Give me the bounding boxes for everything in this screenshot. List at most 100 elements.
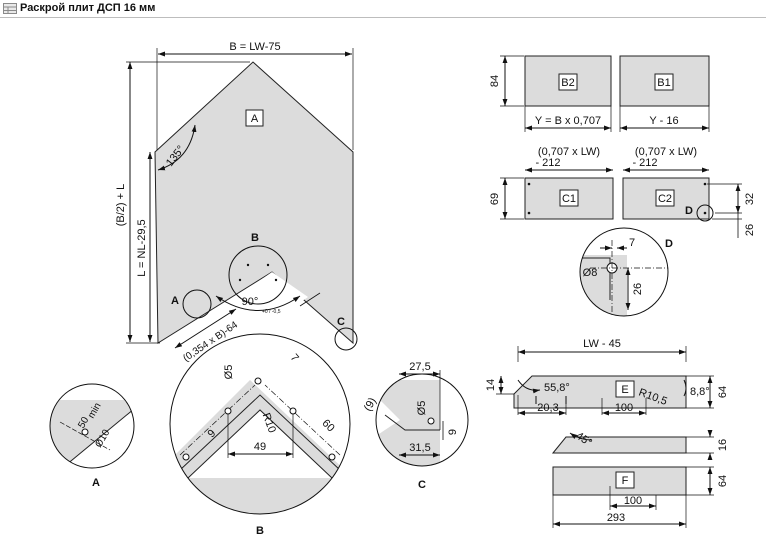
detail-c: 27,5 (9) Ø5 9 31,5 C [362, 361, 469, 491]
f-label: F [622, 475, 629, 487]
c-height-label: 69 [489, 193, 501, 205]
c1-formula-1: (0,707 x LW) [538, 146, 600, 158]
f-strip [551, 436, 687, 454]
part-e: LW - 45 E 14 55,8° R10,5 8,8° 64 20,3 10… [485, 338, 729, 416]
hole-dot [274, 278, 278, 282]
detail-c-dim-27: 27,5 [409, 361, 430, 373]
c1-formula-2: - 212 [535, 157, 560, 169]
detail-a-dim-50: 50 [76, 415, 91, 431]
hole-dot [254, 377, 262, 385]
detail-b-inner [187, 409, 333, 479]
dim-line [174, 308, 237, 349]
hole-dot [238, 278, 242, 282]
c2-panel [622, 177, 710, 220]
hole-dot [182, 453, 190, 461]
angle-arc [517, 379, 541, 394]
b-height-label: 84 [489, 75, 501, 87]
detail-b: Ø5 7 9 R10 60 49 B [169, 333, 351, 537]
part-label: A [251, 113, 259, 125]
detail-c-dim-5: Ø5 [416, 401, 428, 416]
callout-circle-c [334, 327, 358, 351]
hole-dot [527, 182, 531, 186]
e-side-label: 14 [485, 379, 497, 391]
e-dim-20: 20,3 [537, 402, 558, 414]
top-width-label: B = LW-75 [229, 41, 280, 53]
b1-label: B1 [657, 77, 670, 89]
b-parts: B2 B1 84 Y = B x 0,707 Y - 16 [489, 55, 710, 132]
detail-b-notch [179, 394, 341, 471]
part-label-box [245, 109, 264, 127]
hole-dot [703, 211, 707, 215]
notch-angle-label: 90° [242, 296, 259, 308]
detail-d-dim-7: 7 [629, 237, 635, 249]
e-height-label: 64 [717, 386, 729, 398]
e-dim-100: 100 [615, 402, 633, 414]
hole-spacing-label: 32 [744, 193, 756, 205]
detail-b-dim-7: 7 [288, 352, 301, 364]
callout-label-a: A [171, 295, 179, 307]
part-label-box [654, 73, 674, 91]
angle-arc [157, 124, 197, 171]
c2-formula-2: - 212 [632, 157, 657, 169]
hole-dot [527, 211, 531, 215]
f-length-label: 293 [607, 512, 625, 524]
detail-d-edge [580, 257, 611, 316]
part-label-box [615, 380, 635, 398]
e-length-label: LW - 45 [583, 338, 621, 350]
detail-c-hole [427, 417, 435, 425]
detail-b-dim-60: 60 [320, 417, 337, 434]
center-line [179, 384, 256, 456]
hole-dot [224, 407, 232, 415]
b1-width-label: Y - 16 [649, 115, 678, 127]
detail-b-dim-49: 49 [254, 441, 266, 453]
detail-b-label: B [256, 525, 264, 537]
notch-angle-tolerance: +0 / -0,5 [262, 309, 281, 315]
hole-dot [289, 407, 297, 415]
detail-d-dim-26: 26 [632, 283, 644, 295]
part-label-box [559, 189, 579, 207]
total-height-label: (B/2) + L [115, 184, 127, 227]
f-dim-16: 16 [717, 439, 729, 451]
detail-a-edge [59, 403, 134, 468]
c1-label: C1 [562, 193, 576, 205]
dim-line [299, 292, 321, 307]
b2-width-label: Y = B x 0,707 [535, 115, 601, 127]
e-label: E [621, 384, 628, 396]
angle-arc [569, 432, 593, 441]
part-f: 16 45° F 64 100 293 [551, 430, 729, 528]
callout-label-b: B [251, 232, 259, 244]
angle-arc [215, 295, 301, 311]
detail-b-circle [169, 333, 351, 515]
detail-c-fill [376, 380, 440, 466]
detail-a-hole [81, 428, 89, 436]
diagonal-dim-label: (0,354 x B)-64 [181, 319, 240, 364]
detail-a-label: A [92, 477, 100, 489]
c1-panel [524, 177, 614, 220]
cutting-diagram: B = LW-75 (B/2) + L L = NL-29,5 135° A B… [49, 41, 756, 537]
detail-c-dim-9b: 9 [447, 429, 459, 435]
hole-dot [246, 263, 250, 267]
c-parts: (0,707 x LW) - 212 (0,707 x LW) - 212 C1… [489, 146, 756, 238]
left-height-label: L = NL-29,5 [136, 219, 148, 276]
detail-d-dim-8: Ø8 [583, 267, 598, 279]
detail-a: min 50 Ø10 A [49, 383, 135, 489]
f-height-label: 64 [717, 475, 729, 487]
detail-c-edge [384, 414, 440, 431]
detail-a-circle [49, 383, 135, 469]
detail-d-label: D [665, 238, 673, 250]
detail-d-callout: D [685, 205, 693, 217]
c2-label: C2 [658, 193, 672, 205]
detail-b-dim-5: Ø5 [223, 365, 235, 380]
b2-label: B2 [561, 77, 574, 89]
hole-dot [266, 263, 270, 267]
hole-offset-label: 26 [744, 224, 756, 236]
detail-c-label: C [418, 479, 426, 491]
angle-arc [683, 379, 687, 397]
title-bar: Раскрой плит ДСП 16 мм [0, 0, 766, 18]
detail-a-fill [50, 400, 134, 468]
hole-dot [703, 182, 707, 186]
page-title: Раскрой плит ДСП 16 мм [20, 2, 156, 14]
center-line [59, 421, 111, 451]
title-divider [0, 17, 766, 18]
hole-dot [328, 453, 336, 461]
